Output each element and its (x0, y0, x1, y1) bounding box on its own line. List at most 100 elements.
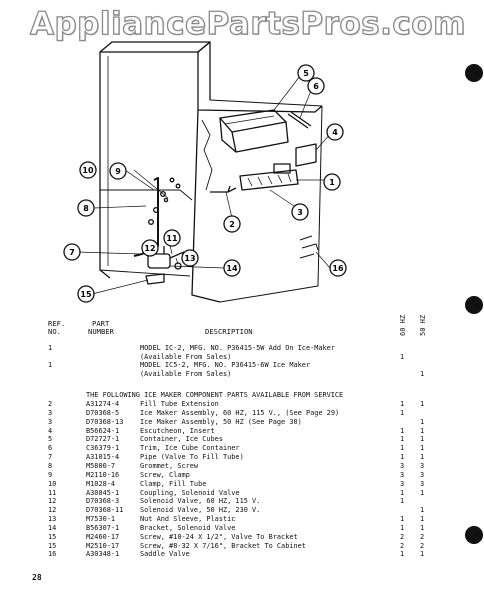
ref-cell: 6 (48, 444, 53, 453)
qty-60hz-cell: 1 (400, 453, 405, 462)
svg-text:10: 10 (82, 166, 94, 175)
callout-16: 16 (329, 259, 347, 277)
part-number-cell: M5800-7 (86, 461, 116, 470)
qty-60hz-cell: 1 (400, 550, 405, 559)
qty-50hz-cell: 2 (420, 532, 425, 541)
svg-text:5: 5 (303, 69, 309, 78)
binder-hole-icon (465, 526, 483, 544)
callout-13: 13 (181, 249, 199, 267)
description-cell: Nut And Sleeve, Plastic (140, 515, 236, 524)
ref-cell: 14 (48, 523, 57, 532)
ref-cell: 3 (48, 408, 53, 417)
qty-60hz-cell: 3 (400, 470, 405, 479)
valve-bracket (145, 273, 165, 285)
svg-text:12: 12 (144, 244, 155, 253)
qty-60hz-cell: 2 (400, 532, 405, 541)
ice-maker-assembly (227, 163, 299, 193)
ref-cell: 12 (48, 497, 57, 506)
cabinet-left-side (99, 52, 111, 279)
header-ref: REF. NO. (48, 319, 66, 336)
part-number-cell: C36379-1 (86, 444, 120, 453)
description-cell: Grommet, Screw (140, 461, 199, 470)
description-cell: Trim, Ice Cube Container (140, 444, 240, 453)
description-cell: Coupling, Solenoid Valve (140, 488, 240, 497)
description-cell: Container, Ice Cubes (140, 435, 223, 444)
table-row: 6 C36379-1 Trim, Ice Cube Container 1 1 (0, 444, 484, 453)
ref-cell: 5 (48, 435, 53, 444)
svg-text:16: 16 (332, 264, 344, 273)
qty-60hz-cell: 2 (400, 541, 405, 550)
description-cell: Solenoid Valve, 60 HZ, 115 V. (140, 497, 261, 506)
part-number-cell: D70368-11 (86, 506, 124, 515)
header-description: DESCRIPTION (205, 327, 253, 336)
callout-11: 11 (163, 229, 181, 247)
qty-50hz-cell: 1 (420, 550, 425, 559)
ref-cell: 10 (48, 479, 57, 488)
part-number-cell: M7530-1 (86, 515, 116, 524)
callout-9: 9 (109, 162, 127, 180)
binder-hole-icon (465, 296, 483, 314)
callout-2: 2 (223, 215, 241, 233)
callout-6: 6 (307, 77, 325, 95)
qty-60hz-cell: 1 (400, 444, 405, 453)
qty-50hz-cell: 1 (420, 435, 425, 444)
ref-cell: 8 (48, 461, 53, 470)
part-number-cell: D70368-13 (86, 417, 124, 426)
qty-50hz-cell: 1 (420, 444, 425, 453)
ref-cell: 9 (48, 470, 53, 479)
ref-cell: 12 (48, 506, 57, 515)
part-number-cell: D70368-5 (86, 408, 120, 417)
callout-12: 12 (141, 239, 159, 257)
part-number-cell: A30845-1 (86, 488, 120, 497)
header-50hz: 50 HZ (419, 314, 427, 336)
trim-strip (287, 111, 312, 129)
description-cell: Ice Maker Assembly, 50 HZ (See Page 30) (140, 417, 302, 426)
qty-50hz-cell: 1 (420, 488, 425, 497)
qty-50hz-cell: 1 (420, 400, 425, 408)
ref-cell: 15 (48, 532, 57, 541)
description-cell: Ice Maker Assembly, 60 HZ, 115 V., (See … (140, 408, 340, 417)
exploded-parts-diagram: 1 2 3 4 5 6 7 8 9 10 11 12 13 14 15 16 (63, 41, 347, 303)
qty-50hz-cell: 1 (420, 453, 425, 462)
description-cell: Screw, #8-32 X 7/16", Bracket To Cabinet (140, 541, 306, 550)
description-cell: Screw, Clamp (140, 470, 190, 479)
ref-cell: 16 (48, 550, 57, 559)
section-title: THE FOLLOWING ICE MAKER COMPONENT PARTS … (86, 391, 344, 399)
qty-60hz-cell: 1 (400, 426, 405, 435)
svg-text:7: 7 (69, 248, 75, 257)
svg-text:2: 2 (229, 220, 235, 229)
part-number-cell: B56307-1 (86, 523, 120, 532)
model-row: (Available From Sales)1 (0, 370, 484, 379)
qty-50hz-cell: 1 (420, 523, 425, 532)
svg-text:1: 1 (329, 178, 335, 187)
model-row: (Available From Sales)1 (0, 353, 484, 362)
callout-4: 4 (326, 123, 344, 141)
svg-text:11: 11 (166, 234, 178, 243)
qty-50hz-cell: 1 (420, 417, 425, 426)
qty-60hz-cell: 1 (400, 408, 405, 417)
qty-50hz-cell: 1 (420, 506, 425, 515)
description-cell: (Available From Sales) (140, 352, 232, 361)
qty-60hz-cell: 1 (400, 523, 405, 532)
ref-cell: 3 (48, 417, 53, 426)
part-number-cell: M2510-17 (86, 541, 120, 550)
description-cell: Solenoid Valve, 50 HZ, 230 V. (140, 506, 261, 515)
ref-cell: 1 (48, 344, 53, 352)
qty-60hz-cell: 3 (400, 479, 405, 488)
part-number-cell: M1028-4 (86, 479, 116, 488)
description-cell: Saddle Valve (140, 550, 190, 559)
part-number-cell: D72727-1 (86, 435, 120, 444)
ref-cell: 11 (48, 488, 57, 497)
fill-tube (210, 185, 231, 193)
table-row: 3 D70368-5 Ice Maker Assembly, 60 HZ, 115 … (0, 409, 484, 418)
callout-14: 14 (223, 259, 241, 277)
description-cell: Fill Tube Extension (140, 400, 219, 408)
svg-text:13: 13 (184, 254, 195, 263)
qty-50hz-cell: 2 (420, 541, 425, 550)
